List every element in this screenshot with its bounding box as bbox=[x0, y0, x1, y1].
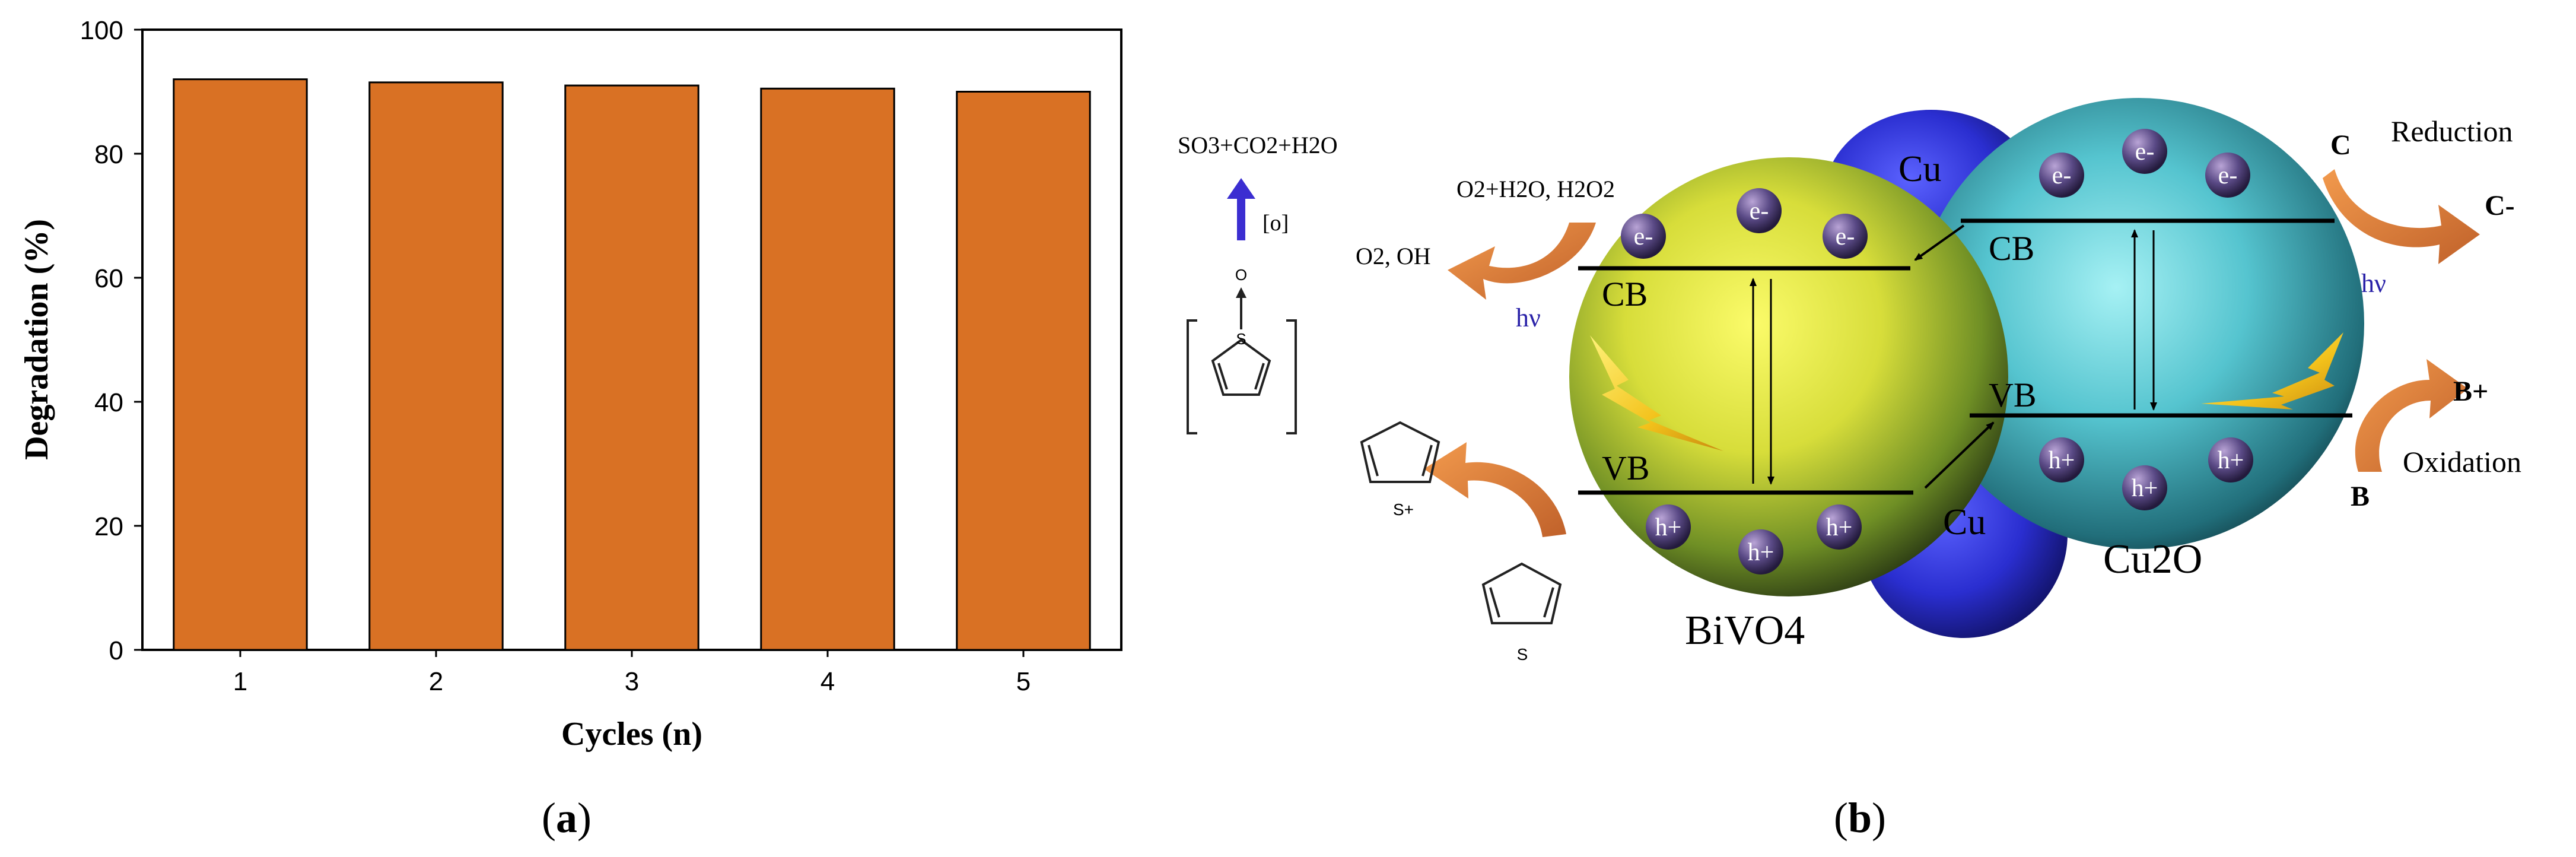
light-bolt-cu2o bbox=[2201, 332, 2343, 410]
svg-text:h+: h+ bbox=[1748, 539, 1774, 566]
orange-arrow-reduction bbox=[2323, 169, 2480, 264]
orange-arrow-thiophene bbox=[1424, 442, 1566, 537]
bivo4-label: BiVO4 bbox=[1685, 608, 1805, 653]
electron: e- bbox=[1823, 214, 1868, 259]
svg-text:e-: e- bbox=[2218, 162, 2238, 189]
bar-cycle-2 bbox=[368, 81, 504, 651]
svg-text:h+: h+ bbox=[1655, 514, 1682, 541]
reduction-label: Reduction bbox=[2391, 115, 2513, 148]
y-axis-ticks: 0 20 40 60 80 100 bbox=[80, 16, 142, 665]
bars bbox=[173, 78, 1091, 651]
svg-text:e-: e- bbox=[2135, 138, 2155, 166]
thiophene-structure bbox=[1481, 562, 1562, 624]
svg-text:h+: h+ bbox=[2049, 447, 2075, 474]
y-tick-label: 0 bbox=[109, 636, 123, 665]
y-tick-label: 40 bbox=[94, 388, 123, 417]
svg-text:h+: h+ bbox=[2132, 475, 2158, 502]
so-bond-arrowhead bbox=[1236, 287, 1246, 298]
hv-label-cu2o: hν bbox=[2361, 269, 2386, 298]
cu2o-label: Cu2O bbox=[2103, 537, 2202, 582]
panel-label-a: (a) bbox=[542, 794, 591, 842]
electron: e- bbox=[2039, 153, 2084, 198]
hv-label-bivo4: hν bbox=[1516, 303, 1541, 332]
svg-text:e-: e- bbox=[1634, 223, 1653, 250]
y-tick-label: 80 bbox=[94, 140, 123, 169]
oxidant-label: [o] bbox=[1262, 211, 1289, 236]
orange-arrow-oxidation bbox=[2355, 359, 2468, 472]
oxidation-up-arrow bbox=[1227, 178, 1255, 240]
radicals-label: O2, OH bbox=[1356, 243, 1431, 269]
bivo4-cb-label: CB bbox=[1602, 275, 1648, 313]
orange-arrow-o2 bbox=[1448, 223, 1596, 300]
b-label: B bbox=[2351, 481, 2370, 512]
thiophene-oxide-structure bbox=[1187, 290, 1297, 434]
svg-text:h+: h+ bbox=[1826, 514, 1853, 541]
cu2o-cb-label: CB bbox=[1989, 229, 2034, 268]
svg-text:e-: e- bbox=[2052, 162, 2072, 189]
bar-cycle-3 bbox=[564, 84, 699, 651]
electron: e- bbox=[2205, 153, 2250, 198]
x-axis-label: Cycles (n) bbox=[561, 716, 702, 753]
b-plus-label: B+ bbox=[2453, 376, 2488, 407]
oxidation-label: Oxidation bbox=[2403, 445, 2521, 478]
y-tick-label: 60 bbox=[94, 264, 123, 293]
x-tick-label: 3 bbox=[625, 667, 639, 696]
bar-cycle-4 bbox=[760, 87, 895, 651]
mechanism-diagram: SO3+CO2+H2O [o] O S O2+H2O, H2O2 O2, OH bbox=[1178, 98, 2521, 664]
hole: h+ bbox=[2039, 437, 2084, 483]
svg-text:h+: h+ bbox=[2218, 447, 2244, 474]
svg-text:e-: e- bbox=[1750, 198, 1769, 225]
x-tick-label: 4 bbox=[820, 667, 835, 696]
electron: e- bbox=[1737, 188, 1782, 233]
electron: e- bbox=[2122, 129, 2167, 174]
hole: h+ bbox=[1738, 529, 1783, 574]
x-tick-label: 5 bbox=[1016, 667, 1031, 696]
s-atom-label-2: S bbox=[1517, 645, 1528, 664]
y-tick-label: 100 bbox=[80, 16, 123, 45]
s-plus-label: S+ bbox=[1393, 500, 1414, 519]
cu2o-vb-label: VB bbox=[1989, 376, 2037, 414]
electron-transfer-arrow bbox=[1914, 224, 1965, 261]
bivo4-vb-label: VB bbox=[1602, 449, 1650, 487]
c-minus-label: C- bbox=[2485, 190, 2515, 221]
x-axis-ticks: 1 2 3 4 5 bbox=[233, 650, 1031, 696]
products-label: SO3+CO2+H2O bbox=[1178, 132, 1338, 158]
bar-chart: 0 20 40 60 80 100 1 2 3 4 5 Degradation (%) Cycle… bbox=[18, 16, 1122, 753]
electron: e- bbox=[1621, 214, 1666, 259]
hole: h+ bbox=[1817, 504, 1862, 550]
light-bolt-bivo4 bbox=[1590, 335, 1723, 451]
hole: h+ bbox=[1646, 504, 1691, 550]
svg-text:e-: e- bbox=[1836, 223, 1855, 250]
x-tick-label: 1 bbox=[233, 667, 247, 696]
cu-label-top: Cu bbox=[1898, 149, 1941, 189]
o2-reaction-label: O2+H2O, H2O2 bbox=[1456, 176, 1615, 202]
c-label: C bbox=[2330, 129, 2351, 161]
cu-label-bottom: Cu bbox=[1943, 502, 1986, 542]
hole: h+ bbox=[2122, 465, 2167, 510]
x-tick-label: 2 bbox=[429, 667, 443, 696]
bar-cycle-1 bbox=[173, 78, 308, 651]
thiophene-cation-structure bbox=[1360, 421, 1440, 483]
hole: h+ bbox=[2208, 437, 2253, 483]
o-atom-label: O bbox=[1235, 266, 1247, 284]
y-tick-label: 20 bbox=[94, 512, 123, 541]
s-atom-label: S bbox=[1236, 330, 1246, 348]
panel-label-b: (b) bbox=[1834, 794, 1886, 842]
y-axis-label: Degradation (%) bbox=[18, 219, 55, 460]
cu2o-sphere bbox=[1913, 98, 2364, 549]
bar-cycle-5 bbox=[956, 91, 1091, 651]
hole-transfer-arrow bbox=[1924, 421, 1995, 489]
